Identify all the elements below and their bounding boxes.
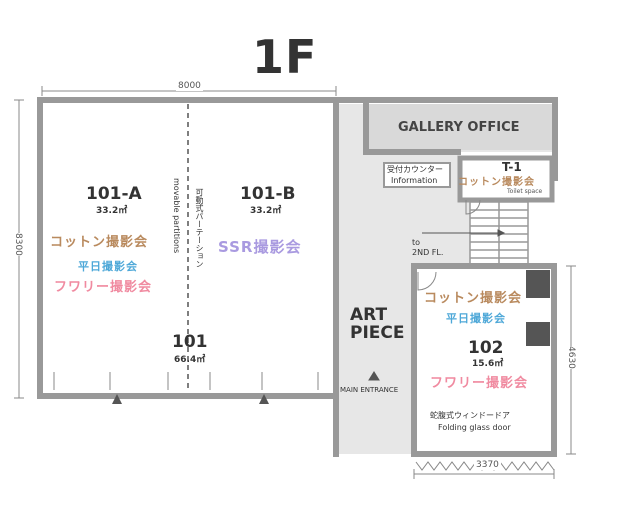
overlay-cotton-t1: コットン撮影会: [458, 177, 535, 188]
room-101a-area: 33.2㎡: [96, 206, 128, 216]
room-102-name: 102: [468, 338, 504, 358]
toilet-door-swing: [465, 199, 481, 215]
stairs-label: to 2ND FL.: [412, 238, 444, 257]
pillar-upper: [526, 270, 550, 298]
entrance-arrows: [112, 394, 269, 404]
partition-label-en: movable partitions: [172, 178, 181, 254]
room-101-area: 66.4㎡: [174, 355, 206, 365]
pillar-lower: [526, 322, 550, 346]
overlay-cotton-101: コットン撮影会: [50, 235, 149, 250]
office-floor: [369, 104, 552, 150]
walls-overlay: [333, 97, 558, 457]
room-101-name: 101: [172, 332, 208, 352]
toilet-label: Toilet space: [507, 188, 543, 195]
room-101a-name: 101-A: [86, 184, 142, 204]
stairs-arrow: [422, 229, 506, 237]
main-entrance-arrow: [368, 371, 380, 381]
toilet-walls: [457, 155, 555, 203]
reception-label-en: Information: [391, 176, 438, 185]
partition-label-jp: 可動式パーテーション: [195, 188, 204, 268]
art-piece-label: ART PIECE: [350, 305, 405, 343]
dim-bottom-line: [413, 469, 555, 479]
overlay-ssr-101b: SSR撮影会: [218, 238, 302, 256]
dim-top-label: 8000: [176, 81, 203, 91]
toilet-name: T-1: [502, 160, 522, 174]
dim-right-label: 4630: [566, 346, 576, 369]
dim-bottom-label: 3370: [474, 460, 501, 470]
dim-left-label: 8300: [13, 233, 23, 256]
dim-top-line: [41, 86, 337, 96]
overlay-weekday-101: 平日撮影会: [78, 260, 138, 273]
floor-title: 1F: [252, 30, 318, 84]
room-101b-name: 101-B: [240, 184, 296, 204]
reception-label-jp: 受付カウンター: [387, 165, 443, 174]
entrance-marks: [53, 372, 319, 390]
overlay-cotton-102: コットン撮影会: [424, 291, 523, 306]
door-102-label-en: Folding glass door: [438, 423, 511, 432]
room-102-door-swing: [417, 271, 437, 291]
gallery-office-label: GALLERY OFFICE: [398, 120, 520, 135]
main-entrance-label: MAIN ENTRANCE: [340, 386, 399, 394]
door-102-label-jp: 蛇腹式ウィンドードア: [430, 411, 510, 420]
reception-counter: [383, 162, 451, 188]
room-101b-area: 33.2㎡: [250, 206, 282, 216]
overlay-fluffy-101: フワリー撮影会: [54, 280, 153, 295]
overlay-weekday-102: 平日撮影会: [446, 312, 506, 325]
room-102-area: 15.6㎡: [472, 359, 504, 369]
overlay-fluffy-102: フワリー撮影会: [430, 376, 529, 391]
